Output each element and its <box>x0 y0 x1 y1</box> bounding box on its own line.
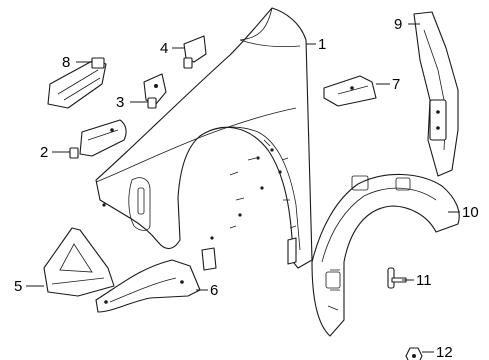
callout-10: 10 <box>462 204 479 221</box>
part-brace-6 <box>95 259 201 313</box>
part-bracket-9 <box>413 11 459 177</box>
callout-12: 12 <box>436 344 453 360</box>
callout-6: 6 <box>210 282 218 299</box>
part-bracket-3 <box>143 73 167 109</box>
part-bracket-2 <box>69 119 127 159</box>
part-brace-5 <box>43 227 115 297</box>
part-bracket-8 <box>47 57 107 109</box>
callout-8: 8 <box>62 54 70 71</box>
callout-2: 2 <box>40 144 48 161</box>
callout-9: 9 <box>394 16 402 33</box>
callout-11: 11 <box>416 272 432 289</box>
callout-5: 5 <box>14 278 22 295</box>
part-fender <box>95 7 313 271</box>
part-bracket-4 <box>183 35 207 69</box>
part-liner-10 <box>311 173 460 337</box>
part-bracket-7 <box>323 75 377 107</box>
callout-3: 3 <box>116 94 124 111</box>
callout-4: 4 <box>160 40 168 57</box>
callout-1: 1 <box>318 36 326 53</box>
part-nut-12 <box>405 347 423 360</box>
callout-7: 7 <box>392 76 400 93</box>
leader-lines <box>26 23 460 353</box>
callout-labels: 1 2 3 4 5 6 7 8 9 10 11 12 <box>14 16 479 360</box>
part-fastener-11 <box>387 267 407 289</box>
